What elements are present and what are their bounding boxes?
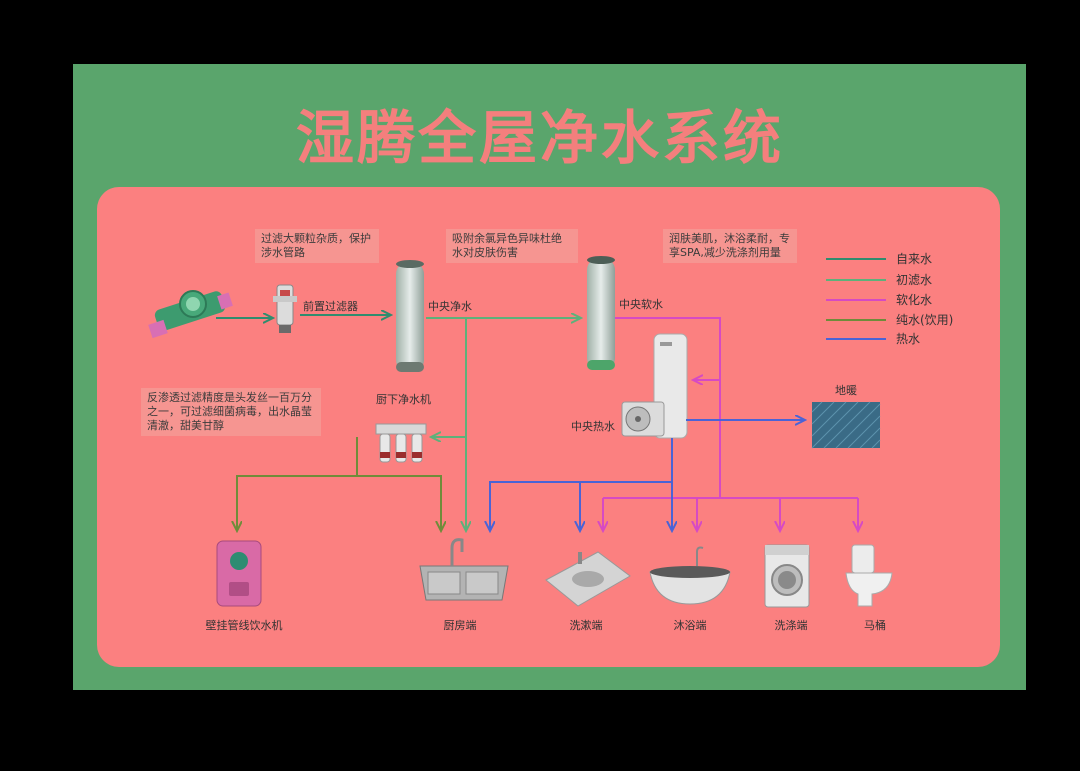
label-softener: 中央软水 bbox=[619, 298, 663, 311]
legend-swatch bbox=[826, 258, 886, 260]
legend-swatch bbox=[826, 338, 886, 340]
flow-softened-water bbox=[615, 317, 721, 498]
label-heater: 中央热水 bbox=[571, 420, 615, 433]
label-undersink: 厨下净水机 bbox=[376, 393, 431, 406]
note-ro: 反渗透过滤精度是头发丝一百万分之一，可过滤细菌病毒，出水晶莹清澈，甜美甘醇 bbox=[141, 388, 321, 436]
legend-swatch bbox=[826, 319, 886, 321]
note-central-purifier: 吸附余氯异色异味杜绝水对皮肤伤害 bbox=[446, 229, 578, 263]
legend-label: 热水 bbox=[896, 332, 921, 346]
note-softener: 润肤美肌，沐浴柔耐，专享SPA,减少洗涤剂用量 bbox=[663, 229, 797, 263]
water-heater-icon bbox=[621, 333, 688, 439]
endpoint-toilet: 马桶 bbox=[864, 619, 886, 632]
water-meter-icon bbox=[148, 290, 233, 339]
floor-heating-icon bbox=[811, 401, 881, 449]
label-floor-heating: 地暖 bbox=[835, 384, 857, 397]
endpoint-kitchen: 厨房端 bbox=[443, 619, 477, 632]
legend-label: 软化水 bbox=[896, 293, 933, 307]
note-prefilter: 过滤大颗粒杂质，保护涉水管路 bbox=[255, 229, 379, 263]
endpoint-wash-basin: 洗漱端 bbox=[569, 619, 603, 632]
endpoint-laundry: 洗涤端 bbox=[774, 619, 808, 632]
legend-swatch bbox=[826, 279, 886, 281]
endpoint-wall-dispenser: 壁挂管线饮水机 bbox=[205, 619, 283, 632]
bathtub-icon bbox=[649, 546, 731, 605]
wall-dispenser-icon bbox=[216, 540, 262, 607]
legend-label: 自来水 bbox=[896, 252, 933, 266]
legend-label: 初滤水 bbox=[896, 273, 933, 287]
label-central-purifier: 中央净水 bbox=[428, 300, 472, 313]
kitchen-sink-icon bbox=[419, 538, 509, 601]
flow-pure-water bbox=[236, 437, 442, 530]
toilet-icon bbox=[845, 544, 893, 607]
legend-label: 纯水(饮用) bbox=[896, 313, 954, 327]
prefilter-icon bbox=[273, 284, 297, 333]
legend-swatch bbox=[826, 299, 886, 301]
wash-basin-icon bbox=[545, 551, 631, 607]
endpoint-bathtub: 沐浴端 bbox=[673, 619, 707, 632]
washing-machine-icon bbox=[764, 544, 810, 608]
poster-title: 湿腾全屋净水系统 bbox=[295, 104, 784, 172]
central-purifier-icon bbox=[396, 260, 424, 372]
undersink-purifier-icon bbox=[375, 423, 427, 463]
softener-icon bbox=[587, 256, 615, 370]
label-prefilter: 前置过滤器 bbox=[303, 300, 358, 313]
